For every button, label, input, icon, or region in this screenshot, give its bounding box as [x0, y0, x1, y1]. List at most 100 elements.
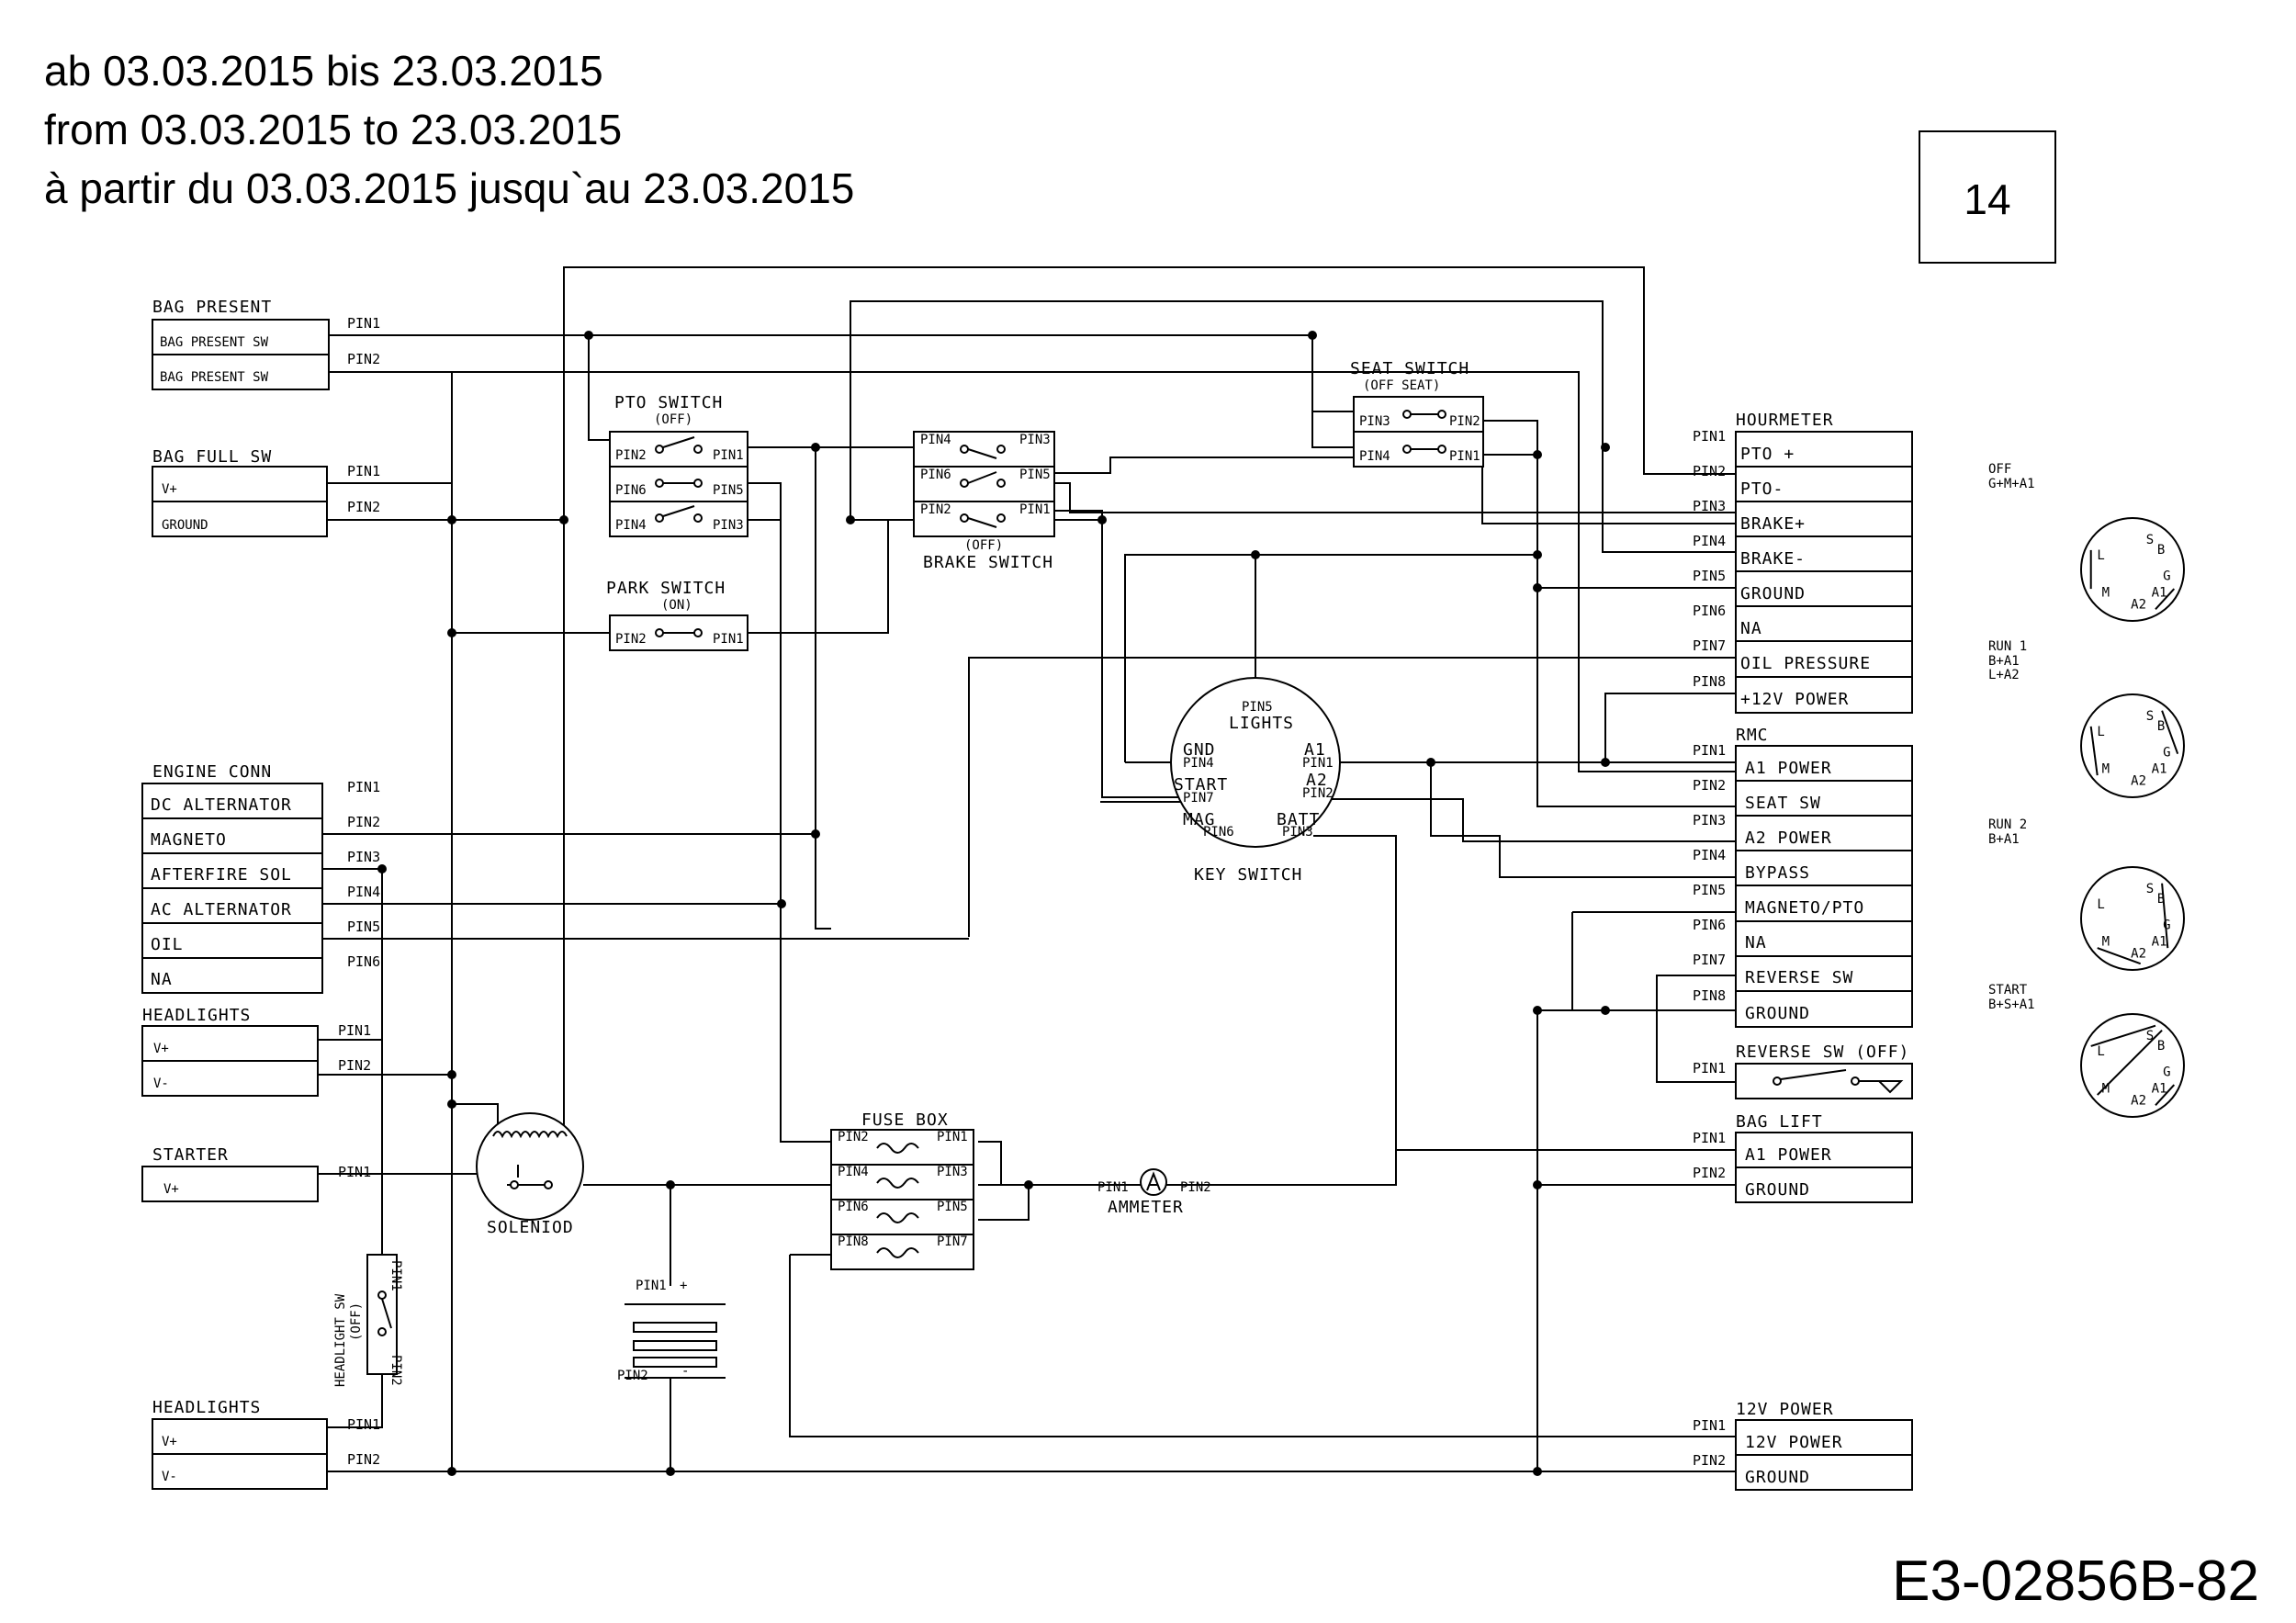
key-position-title: RUN 2: [1988, 817, 2027, 832]
battery-pin1: PIN1: [636, 1279, 667, 1293]
rmc-ground: GROUND: [1745, 1004, 1810, 1023]
seat-pin4-label: PIN4: [1359, 449, 1390, 464]
starter-v-plus: V+: [163, 1182, 179, 1197]
pto-switch: PTO SWITCH (OFF) PIN2 PIN1 PIN6 PIN5 PIN…: [609, 393, 748, 537]
headlights-top-v-plus: V+: [153, 1042, 169, 1056]
brake-pin5-label: PIN5: [1019, 468, 1051, 482]
rmc-pin7: PIN7: [1693, 952, 1726, 968]
key-position-link: [2090, 1024, 2156, 1047]
bag-full-pin1: PIN1: [347, 463, 380, 479]
key-pin2: PIN2: [1302, 786, 1334, 801]
key-position-letter: B: [2157, 719, 2165, 734]
fuse-box: FUSE BOX PIN2 PIN1 PIN4 PIN3 PIN6 PIN5 P…: [830, 1110, 974, 1270]
key-terminal-lights: LIGHTS: [1229, 714, 1294, 733]
bag-full-connector: BAG FULL SW V+ GROUND PIN1 PIN2: [152, 447, 380, 537]
fuse-pin5: PIN5: [937, 1200, 968, 1214]
hourmeter-ground: GROUND: [1740, 584, 1806, 603]
rmc-connector: RMC A1 POWER SEAT SW A2 POWER BYPASS MAG…: [1693, 726, 1913, 1028]
engine-pin6: PIN6: [347, 953, 380, 970]
fuse-pin8: PIN8: [838, 1234, 869, 1249]
rmc-pin3: PIN3: [1693, 812, 1726, 828]
brake-pin4-label: PIN4: [920, 433, 951, 447]
hourmeter-pto-minus: PTO-: [1740, 479, 1784, 499]
pto-switch-state: (OFF): [654, 412, 692, 427]
fuse-pin4: PIN4: [838, 1165, 869, 1179]
reverse-switch: REVERSE SW (OFF) PIN1: [1693, 1043, 1913, 1099]
hourmeter-title: HOURMETER: [1736, 411, 1834, 430]
power12-title: 12V POWER: [1736, 1400, 1834, 1419]
hourmeter-oil-pressure: OIL PRESSURE: [1740, 654, 1871, 673]
rmc-pin6: PIN6: [1693, 917, 1726, 933]
hourmeter-pin4: PIN4: [1693, 533, 1726, 549]
key-position-letter: A2: [2131, 946, 2146, 961]
bag-present-pin1: PIN1: [347, 315, 380, 332]
hourmeter-12v-power: +12V POWER: [1740, 690, 1849, 709]
pto-pin2-label: PIN2: [615, 448, 647, 463]
rmc-pin4: PIN4: [1693, 847, 1726, 863]
engine-conn-title: ENGINE CONN: [152, 762, 272, 782]
key-position-letter: S: [2146, 709, 2154, 724]
hourmeter-brake-minus: BRAKE-: [1740, 549, 1806, 569]
headlights-bottom-title: HEADLIGHTS: [152, 1398, 261, 1417]
bag-lift-connector: BAG LIFT A1 POWER GROUND PIN1 PIN2: [1693, 1112, 1913, 1203]
hourmeter-pin5: PIN5: [1693, 568, 1726, 584]
park-switch: PARK SWITCH (ON) PIN2 PIN1: [606, 579, 748, 651]
pto-pin4-label: PIN4: [615, 518, 647, 533]
engine-row-ac-alternator: AC ALTERNATOR: [151, 900, 292, 919]
headlight-switch: HEADLIGHT SW (OFF) PIN1 PIN2: [333, 1254, 403, 1387]
battery: PIN1 + PIN2 -: [617, 1279, 726, 1383]
rmc-pin5: PIN5: [1693, 882, 1726, 898]
key-position-letter: M: [2102, 934, 2110, 949]
rmc-pin1: PIN1: [1693, 742, 1726, 759]
key-position-combo: B+A1: [1988, 832, 2020, 847]
key-position-title: START: [1988, 983, 2028, 997]
power12-ground: GROUND: [1745, 1468, 1810, 1487]
fuse-pin1: PIN1: [937, 1130, 968, 1144]
key-terminal-start: START: [1174, 775, 1228, 795]
hourmeter-brake-plus: BRAKE+: [1740, 514, 1806, 534]
rmc-magneto-pto: MAGNETO/PTO: [1745, 898, 1864, 918]
rmc-pin8: PIN8: [1693, 987, 1726, 1004]
engine-pin1: PIN1: [347, 779, 380, 795]
key-position-letter: A2: [2131, 1093, 2146, 1108]
key-position-letter: G: [2163, 919, 2170, 933]
headlight-switch-title: HEADLIGHT SW: [333, 1293, 348, 1387]
hourmeter-pto-plus: PTO +: [1740, 445, 1795, 464]
engine-conn-connector: ENGINE CONN DC ALTERNATOR MAGNETO AFTERF…: [141, 762, 380, 994]
power12-pin1: PIN1: [1693, 1417, 1726, 1434]
pto-pin1-label: PIN1: [713, 448, 744, 463]
battery-pin2: PIN2: [617, 1369, 648, 1383]
key-position-letter: L: [2097, 897, 2104, 912]
key-position-dial: [2080, 866, 2185, 971]
starter-title: STARTER: [152, 1145, 229, 1165]
date-range-english: from 03.03.2015 to 23.03.2015: [44, 106, 622, 153]
key-pin4: PIN4: [1183, 756, 1214, 771]
bag-lift-title: BAG LIFT: [1736, 1112, 1823, 1132]
key-position-letter: A1: [2152, 761, 2167, 776]
hourmeter-pin8: PIN8: [1693, 673, 1726, 690]
power12-pin2: PIN2: [1693, 1452, 1726, 1469]
junction-dots: [377, 331, 1610, 1476]
page-number-box: [1919, 130, 2056, 264]
key-position-letter: G: [2163, 1065, 2170, 1080]
page-number: 14: [1964, 175, 2010, 223]
key-position-letter: G: [2163, 569, 2170, 584]
key-position-letter: G: [2163, 746, 2170, 761]
engine-row-afterfire-sol: AFTERFIRE SOL: [151, 865, 292, 885]
key-position-dial: [2080, 1013, 2185, 1118]
pto-switch-title: PTO SWITCH: [614, 393, 723, 412]
seat-pin2-label: PIN2: [1449, 414, 1480, 429]
key-terminal-mag: MAG: [1183, 810, 1216, 829]
brake-pin6-label: PIN6: [920, 468, 951, 482]
key-position-letter: A2: [2131, 773, 2146, 788]
bag-present-connector: BAG PRESENT BAG PRESENT SW BAG PRESENT S…: [152, 298, 380, 390]
rmc-a2-power: A2 POWER: [1745, 828, 1832, 848]
headlights-top-v-minus: V-: [153, 1076, 169, 1091]
key-position-letter: A1: [2152, 585, 2167, 600]
bag-lift-ground: GROUND: [1745, 1180, 1810, 1200]
key-position-letter: A1: [2152, 934, 2167, 949]
pto-pin3-label: PIN3: [713, 518, 744, 533]
